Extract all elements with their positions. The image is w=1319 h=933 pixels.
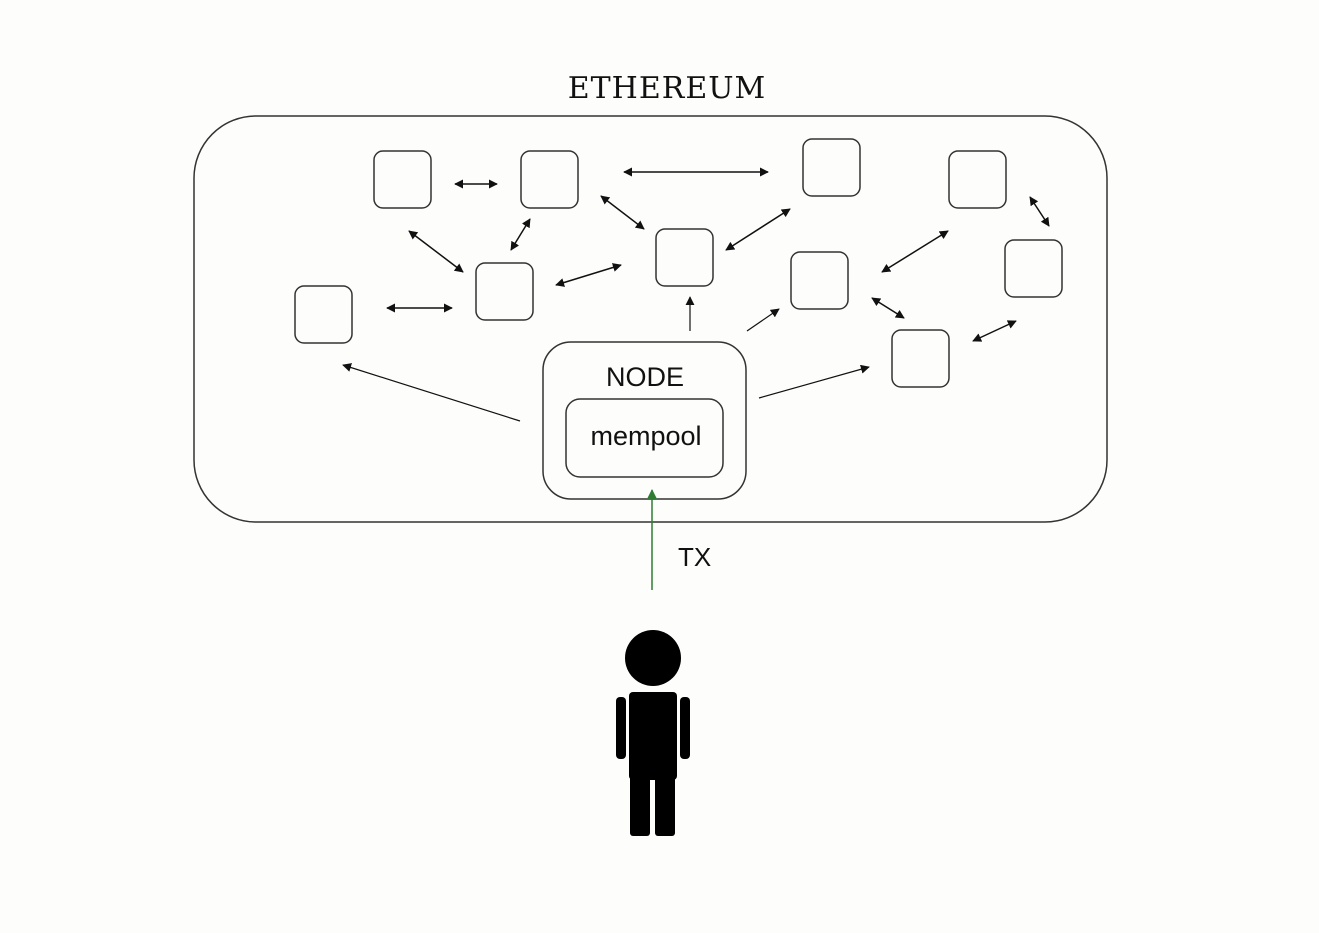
peer-node [802,138,861,197]
peer-connection-arrow [871,297,905,319]
peer-node [1004,239,1063,298]
peer-connection-arrow [555,263,622,287]
peer-connection-arrow [881,230,949,273]
peer-node [891,329,950,388]
peer-node [294,285,353,344]
peer-node [475,262,534,321]
peer-connection-arrow [725,208,791,251]
peer-connection-arrow [600,195,645,230]
peer-connection-arrow [408,230,464,273]
ethereum-network-container [193,115,1108,523]
mempool-label: mempool [590,421,701,451]
person-icon [616,630,690,836]
peer-connection-arrow [510,218,531,251]
peer-node [655,228,714,287]
peer-connection-arrow [972,320,1017,342]
peer-node [790,251,849,310]
peer-node [520,150,579,209]
peer-node [373,150,432,209]
diagram-title: ETHEREUM [568,71,766,106]
broadcast-arrow [746,308,780,332]
tx-label: TX [678,542,711,572]
mempool-box [565,398,724,478]
local-node: NODE mempool [542,341,747,500]
peer-connection-arrow [1029,196,1050,227]
broadcast-arrow [758,364,870,399]
peer-node [948,150,1007,209]
broadcast-arrow [342,363,521,422]
node-label: NODE [606,362,684,392]
